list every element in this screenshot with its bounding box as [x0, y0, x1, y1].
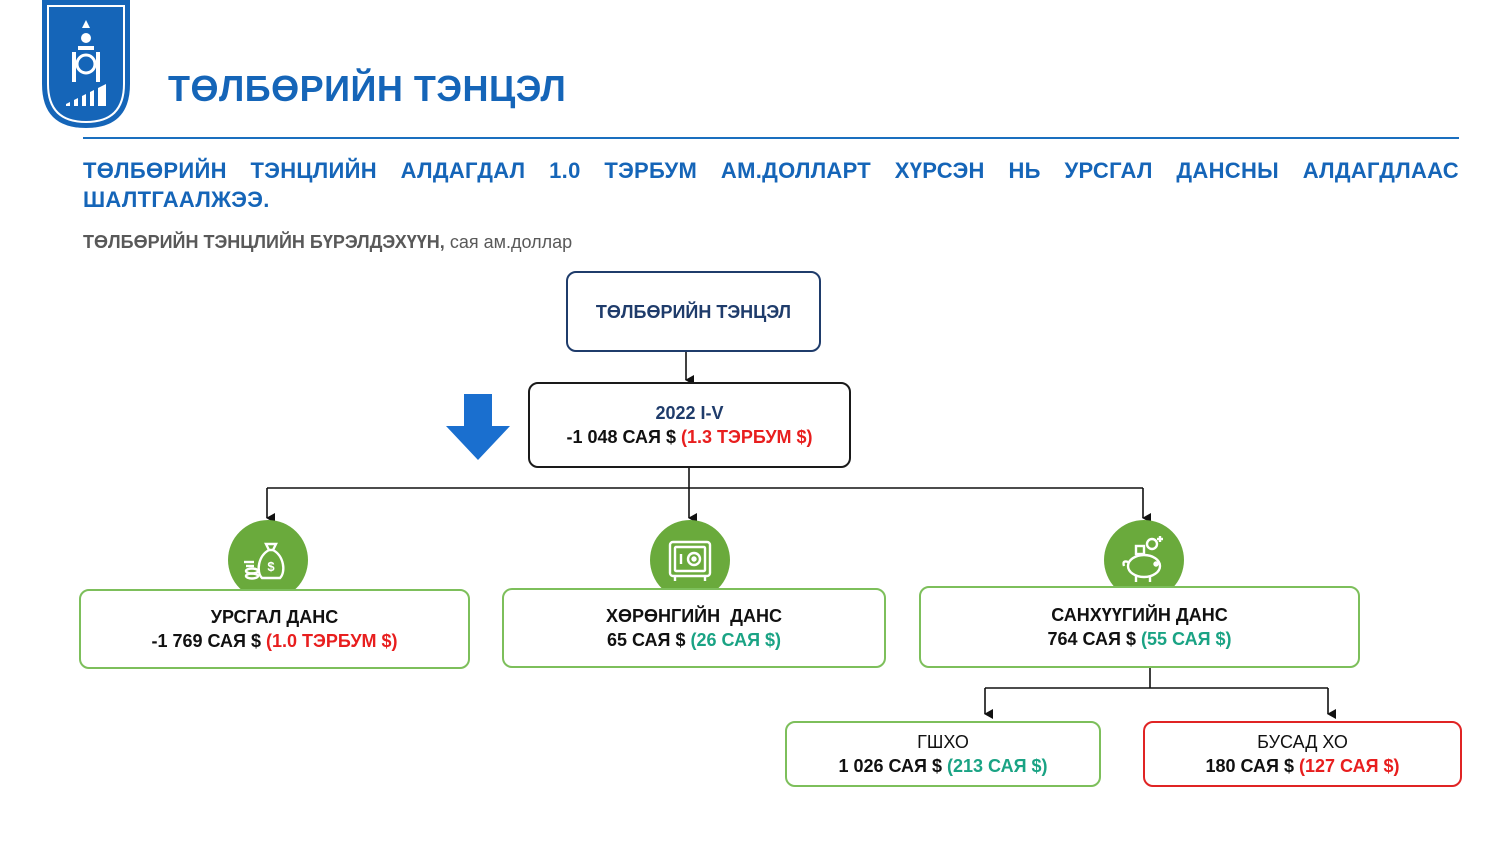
period-box: 2022 I-V -1 048 САЯ $ (1.3 ТЭРБУМ $) [528, 382, 851, 468]
account-value: 65 САЯ $ [606, 630, 686, 650]
header-divider [83, 137, 1459, 139]
account-label: САНХҮҮГИЙН ДАНС [1051, 605, 1228, 625]
subtitle-bold: ТӨЛБӨРИЙН ТЭНЦЛИЙН БҮРЭЛДЭХҮҮН, [83, 232, 445, 252]
period-value: -1 048 САЯ $ [566, 427, 676, 447]
account-change: (55 САЯ $) [1141, 629, 1232, 649]
breakdown-value: 180 САЯ $ [1205, 756, 1294, 776]
emblem-logo [42, 0, 130, 128]
account-label: ХӨРӨНГИЙН ДАНС [606, 606, 782, 626]
root-box: ТӨЛБӨРИЙН ТЭНЦЭЛ [566, 271, 821, 352]
svg-text:$: $ [267, 559, 275, 574]
account-value: 764 САЯ $ [1047, 629, 1136, 649]
account-label: УРСГАЛ ДАНС [210, 607, 339, 627]
arrow-down-icon [446, 394, 510, 460]
breakdown-value: 1 026 САЯ $ [838, 756, 942, 776]
other-investment-box: БУСАД ХО 180 САЯ $ (127 САЯ $) [1143, 721, 1462, 787]
account-value: -1 769 САЯ $ [151, 631, 261, 651]
root-label: ТӨЛБӨРИЙН ТЭНЦЭЛ [595, 301, 792, 322]
breakdown-label: ГШХО [917, 732, 969, 752]
subtitle-unit: сая ам.доллар [449, 232, 573, 252]
breakdown-label: БУСАД ХО [1257, 732, 1348, 752]
breakdown-change: (213 САЯ $) [947, 756, 1048, 776]
fdi-box: ГШХО 1 026 САЯ $ (213 САЯ $) [785, 721, 1101, 787]
page-title: ТӨЛБӨРИЙН ТЭНЦЭЛ [168, 68, 567, 109]
headline: ТӨЛБӨРИЙН ТЭНЦЛИЙН АЛДАГДАЛ 1.0 ТЭРБУМ А… [83, 158, 1459, 212]
money-bag-icon: $ [228, 520, 308, 600]
breakdown-change: (127 САЯ $) [1299, 756, 1400, 776]
account-change: (1.0 ТЭРБУМ $) [266, 631, 398, 651]
account-change: (26 САЯ $) [690, 630, 782, 650]
capital-account-box: ХӨРӨНГИЙН ДАНС 65 САЯ $ (26 САЯ $) [502, 588, 886, 668]
safe-icon [650, 520, 730, 600]
chart-subtitle: ТӨЛБӨРИЙН ТЭНЦЛИЙН БҮРЭЛДЭХҮҮН, сая ам.д… [83, 232, 572, 253]
current-account-box: УРСГАЛ ДАНС -1 769 САЯ $ (1.0 ТЭРБУМ $) [79, 589, 470, 669]
financial-account-box: САНХҮҮГИЙН ДАНС 764 САЯ $ (55 САЯ $) [919, 586, 1360, 668]
period-change: (1.3 ТЭРБУМ $) [681, 427, 813, 447]
period-label: 2022 I-V [655, 403, 724, 423]
